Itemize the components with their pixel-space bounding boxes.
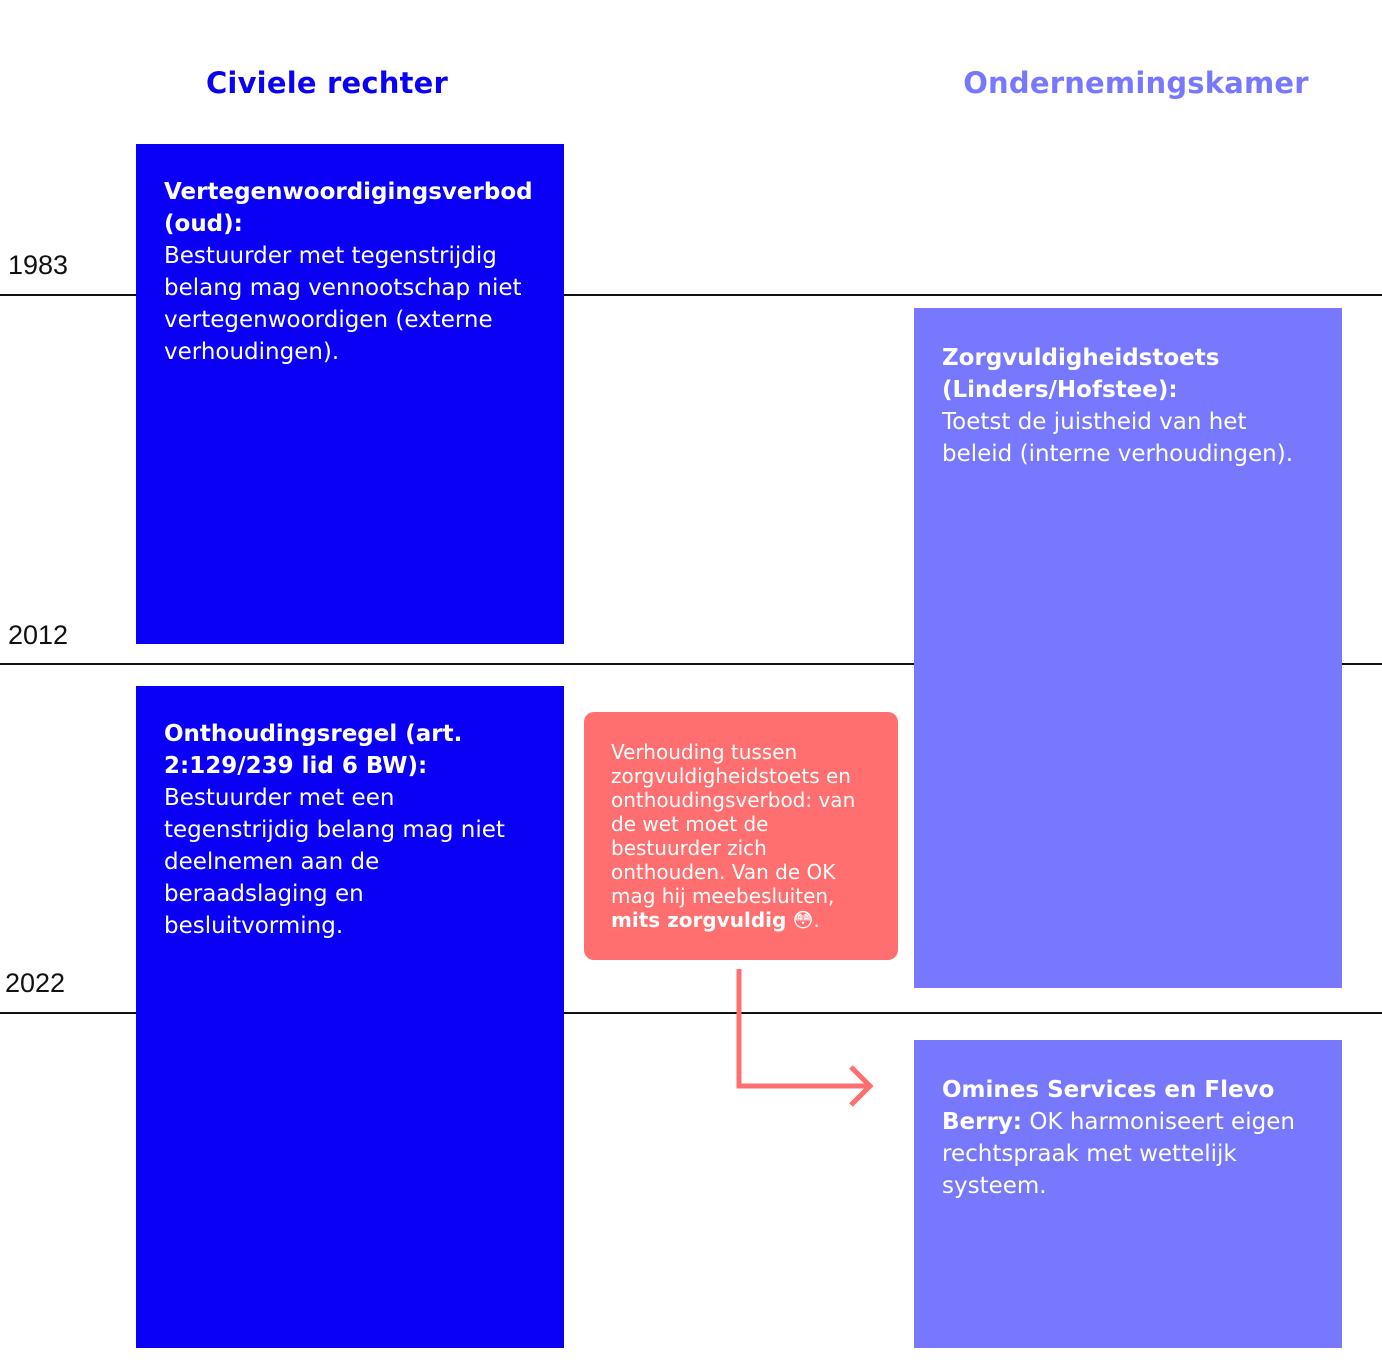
year-label-1983: 1983 xyxy=(8,250,69,280)
year-label-2012: 2012 xyxy=(8,620,69,650)
note-text: Verhouding tussen zorgvuldigheidstoets e… xyxy=(611,740,880,932)
arrow-line xyxy=(736,969,868,1089)
note-bold: mits zorgvuldig xyxy=(611,908,787,932)
column-header-ondernemingskamer: Ondernemingskamer xyxy=(963,66,1309,100)
box-title: Onthoudingsregel (art. 2:129/239 lid 6 B… xyxy=(164,721,463,779)
flushed-face-emoji-icon: 😳 xyxy=(792,908,814,932)
box-title: Vertegenwoordigingsverbod (oud): xyxy=(164,179,533,237)
column-header-civiele-rechter: Civiele rechter xyxy=(205,66,449,100)
timeline-line-2012 xyxy=(0,663,1382,665)
box-vertegenwoordigingsverbod: Vertegenwoordigingsverbod (oud): Bestuur… xyxy=(136,144,564,644)
timeline-line-2022 xyxy=(0,1012,1382,1014)
box-body: Bestuurder met tegenstrijdig belang mag … xyxy=(164,243,522,365)
box-title: Omines Services en Flevo Berry: xyxy=(942,1077,1275,1135)
timeline-line-1983 xyxy=(0,294,1382,296)
box-title: Zorgvuldigheidstoets (Linders/Hofstee): xyxy=(942,345,1220,403)
box-body: Toetst de juistheid van het beleid (inte… xyxy=(942,409,1294,467)
box-omines-flevo-berry: Omines Services en Flevo Berry: OK harmo… xyxy=(914,1040,1342,1348)
box-text: Omines Services en Flevo Berry: OK harmo… xyxy=(942,1074,1322,1202)
year-label-2022: 2022 xyxy=(5,968,66,998)
note-end: . xyxy=(813,908,820,932)
box-body: OK harmoniseert eigen rechtspraak met we… xyxy=(942,1109,1295,1199)
note-box-verhouding: Verhouding tussen zorgvuldigheidstoets e… xyxy=(584,712,898,960)
box-text: Zorgvuldigheidstoets (Linders/Hofstee): … xyxy=(942,342,1322,470)
box-onthoudingsregel: Onthoudingsregel (art. 2:129/239 lid 6 B… xyxy=(136,686,564,1348)
box-text: Vertegenwoordigingsverbod (oud): Bestuur… xyxy=(164,176,544,368)
box-zorgvuldigheidstoets: Zorgvuldigheidstoets (Linders/Hofstee): … xyxy=(914,308,1342,988)
box-text: Onthoudingsregel (art. 2:129/239 lid 6 B… xyxy=(164,718,544,942)
arrow-head xyxy=(849,1065,874,1107)
note-body: Verhouding tussen zorgvuldigheidstoets e… xyxy=(611,740,856,908)
box-body: Bestuurder met een tegenstrijdig belang … xyxy=(164,785,505,939)
